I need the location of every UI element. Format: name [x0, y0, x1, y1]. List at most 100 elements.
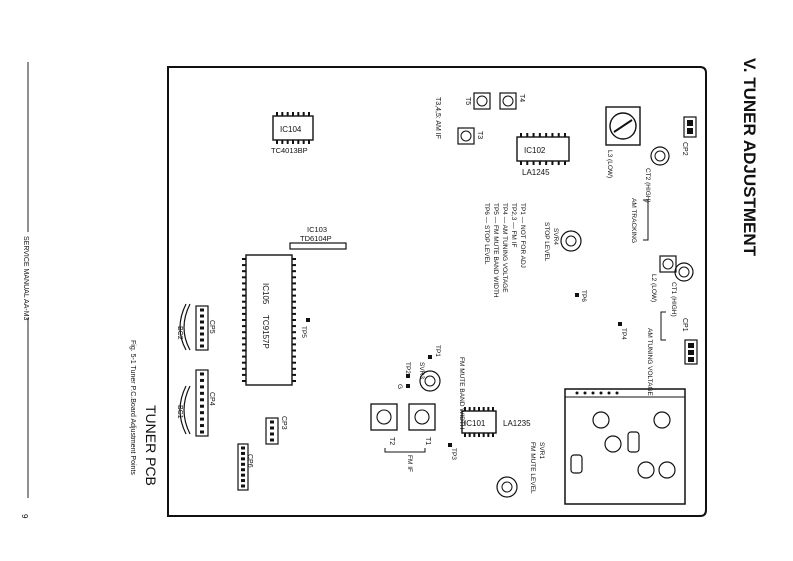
ground-point — [406, 384, 410, 388]
test-point-legend: TP1 — NOT FOR ADJ TP2,3 — FM IF TP4 — AM… — [483, 203, 526, 298]
t3-label: T3 — [476, 131, 483, 139]
svr4-potentiometer — [560, 230, 582, 252]
tp1-point — [428, 355, 432, 359]
rf-module-pin-strip — [564, 388, 686, 398]
cp6-label: CP6 — [246, 454, 253, 468]
fm-if-bracket — [384, 448, 426, 453]
legend-line: TP6 — STOP LEVEL — [483, 203, 490, 265]
ground-label: G — [396, 384, 403, 389]
svr3-knob — [424, 375, 436, 387]
svr4-label: SVR4 — [552, 228, 559, 245]
t2-coil — [370, 403, 398, 431]
legend-line: TP4 — AM TUNING VOLTAGE — [501, 203, 508, 293]
tp4-label: TP4 — [620, 328, 627, 340]
board-title: TUNER PCB — [143, 405, 159, 486]
ic101-pins — [464, 407, 494, 437]
cp2-label: CP2 — [681, 142, 688, 156]
svr3-potentiometer — [419, 370, 441, 392]
cp3-label: CP3 — [280, 416, 287, 430]
ic101-ref: IC101 — [464, 419, 486, 428]
t2-label: T2 — [388, 437, 395, 445]
tp1-label: TP1 — [434, 345, 441, 357]
ic104-ref: IC104 — [280, 125, 302, 134]
am-if-label: T3,4,5: AM IF — [434, 97, 441, 139]
t1-coil — [408, 403, 436, 431]
cp6-pins — [241, 446, 245, 488]
tp3-label: TP3 — [450, 448, 457, 460]
rf-module — [564, 388, 686, 505]
t5-label: T5 — [464, 97, 471, 105]
l3-coil — [605, 106, 641, 146]
ct1-label: CT1 (HIGH) — [670, 282, 677, 317]
ic102-ref: IC102 — [524, 146, 546, 155]
rf-module-hole — [604, 435, 622, 453]
ic104-pins — [276, 112, 310, 144]
cp4-label: CP4 — [208, 392, 215, 406]
t1-core — [414, 409, 430, 425]
rf-module-slot — [627, 431, 640, 453]
rf-module-hole — [653, 411, 671, 429]
l3-label: L3 (LOW) — [606, 150, 613, 178]
ic104-part: TC4013BP — [271, 146, 308, 155]
t4-core — [502, 95, 514, 107]
t5-coil — [473, 92, 491, 110]
cp5-connector — [195, 305, 209, 351]
pcb-outline — [167, 66, 707, 517]
l3-slot — [613, 119, 633, 133]
t3-core — [460, 130, 472, 142]
cp5-label: CP5 — [208, 320, 215, 334]
tp3-point — [448, 443, 452, 447]
rf-module-hole — [592, 411, 610, 429]
tp6-label: TP6 — [580, 290, 587, 302]
cp3-pins — [270, 420, 274, 442]
ic103-chip — [289, 242, 347, 250]
legend-line: TP2,3 — FM IF — [510, 203, 517, 247]
legend-line: TP1 — NOT FOR ADJ — [519, 203, 526, 268]
bc1-label: BC1 — [176, 405, 183, 419]
t1-label: T1 — [424, 437, 431, 445]
bc1-cable — [179, 385, 187, 435]
legend-line: TP5 — FM MUTE BAND WIDTH — [492, 203, 499, 298]
cp4-connector — [195, 369, 209, 437]
ct1-core — [678, 266, 690, 278]
l2-coil — [659, 255, 677, 273]
am-tuning-voltage-label: AM TUNING VOLTAGE — [646, 328, 653, 397]
ct1-trimmer — [674, 262, 694, 282]
ic103-part: TD6104P — [300, 234, 332, 243]
svr3-name: FM MUTE BAND WIDTH — [458, 357, 465, 430]
cp1-pin — [688, 350, 694, 355]
cp5-pins — [200, 308, 204, 348]
cp1-pin — [688, 357, 694, 362]
rf-module-hole — [637, 461, 655, 479]
t4-label: T4 — [518, 94, 525, 102]
svr4-knob — [565, 235, 577, 247]
cp2-pin — [687, 120, 693, 126]
ic103-ref: IC103 — [307, 225, 327, 234]
cp4-pins — [200, 372, 204, 434]
rf-module-pins — [575, 391, 619, 395]
ic102-pins — [520, 133, 566, 165]
tp6-point — [575, 293, 579, 297]
bc2-cable — [183, 303, 191, 351]
ic102-chip — [516, 136, 570, 162]
l2-label: L2 (LOW) — [650, 274, 657, 302]
ic101-part: LA1235 — [503, 419, 531, 428]
svr4-name: STOP LEVEL — [543, 222, 550, 262]
tp2-label: TP2 — [404, 362, 411, 374]
t3-coil — [457, 127, 475, 145]
fm-if-label: FM IF — [406, 455, 413, 472]
cp6-connector — [237, 443, 249, 491]
ct2-trimmer — [650, 146, 670, 166]
ic102-part: LA1245 — [522, 168, 550, 177]
t5-core — [476, 95, 488, 107]
t4-coil — [499, 92, 517, 110]
tp4-point — [618, 322, 622, 326]
ic105-part: TC9157P — [261, 315, 270, 349]
footer-manual: SERVICE MANUAL AA-M3 — [22, 236, 29, 321]
cp1-connector — [684, 339, 698, 365]
svr1-label: SVR1 — [538, 442, 545, 459]
bc1-cable — [183, 385, 191, 435]
l3-core — [609, 112, 637, 140]
